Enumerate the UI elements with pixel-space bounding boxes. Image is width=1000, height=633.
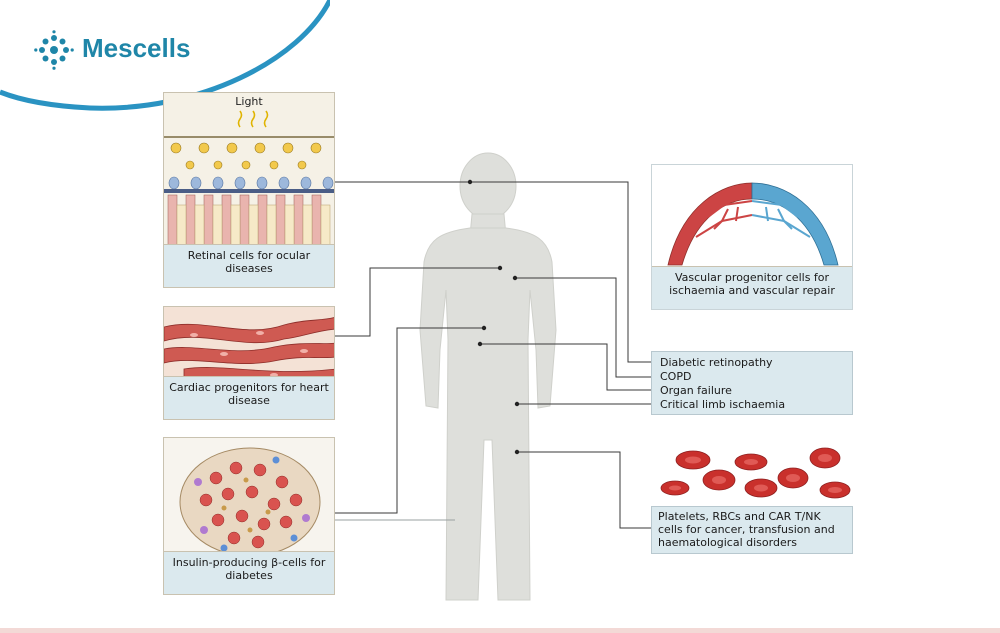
mescells-logo-icon [34,30,74,70]
islet-panel: Insulin-producing β-cells for diabetes [163,437,335,595]
blood-caption: Platelets, RBCs and CAR T/NK cells for c… [651,506,853,554]
islet-illustration [164,438,334,562]
light-label: Light [235,95,263,108]
islet-caption: Insulin-producing β-cells for diabetes [164,551,334,594]
cardiac-illustration [164,307,334,385]
disease-item: Organ failure [660,384,732,397]
disease-item: COPD [660,370,692,383]
disease-list: Diabetic retinopathy COPD Organ failure … [651,351,853,415]
retina-caption: Retinal cells for ocular diseases [164,244,334,287]
cardiac-panel: Cardiac progenitors for heart disease [163,306,335,420]
retina-illustration [164,110,334,253]
disease-item: Critical limb ischaemia [660,398,786,411]
vascular-illustration [667,182,839,266]
brand-header [0,0,330,111]
blood-cells-illustration [660,447,851,499]
retina-panel: Light Retinal cells for ocular diseases [163,92,335,288]
light-rays-icon [237,110,269,128]
footer-rule [0,628,1000,633]
disease-item: Diabetic retinopathy [660,356,773,369]
vascular-caption: Vascular progenitor cells for ischaemia … [652,266,852,309]
vascular-panel: Vascular progenitor cells for ischaemia … [651,164,853,310]
brand-name: Mescells [82,33,191,63]
cardiac-caption: Cardiac progenitors for heart disease [164,376,334,419]
